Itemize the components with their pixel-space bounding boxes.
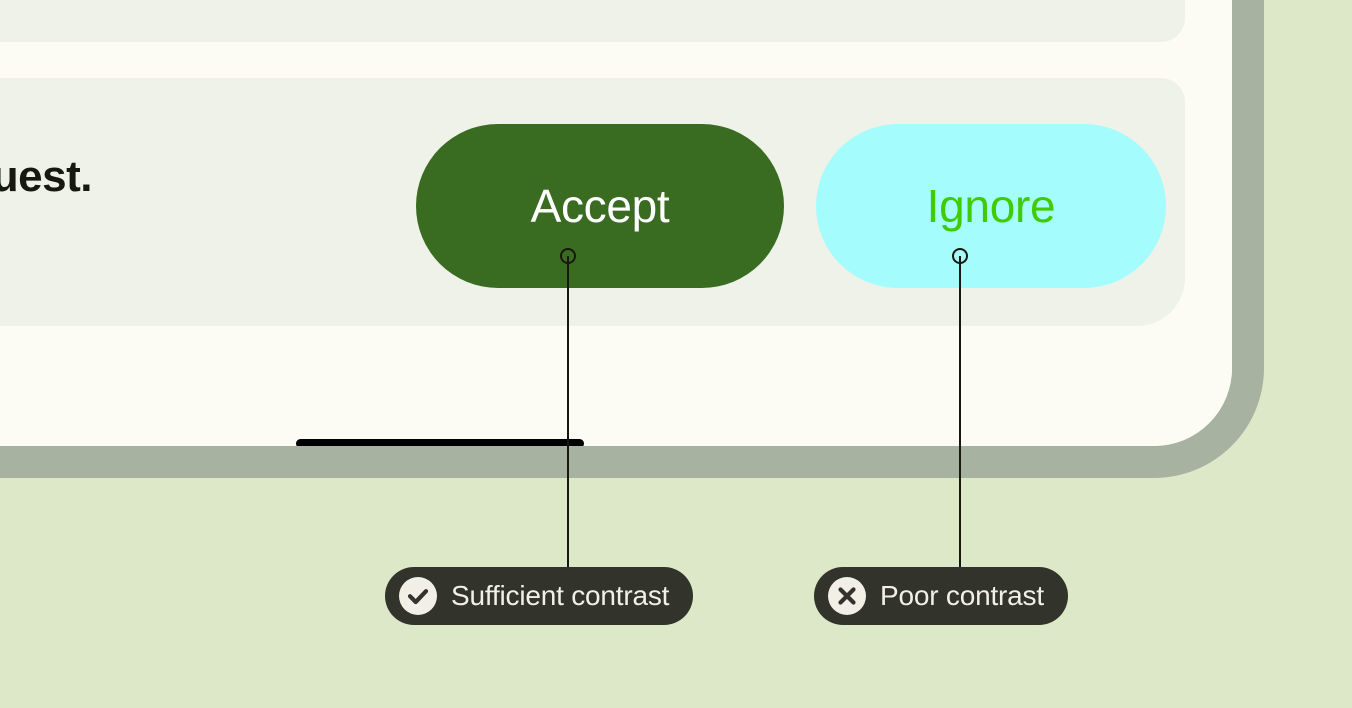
device-screen: a request. Accept Ignore xyxy=(0,0,1185,446)
annotation-badge-poor-contrast: Poor contrast xyxy=(814,567,1068,625)
annotation-badge-label: Poor contrast xyxy=(880,580,1044,611)
ignore-button[interactable]: Ignore xyxy=(816,124,1166,288)
device-card: a request. Accept Ignore xyxy=(0,0,1264,478)
annotation-badge-sufficient-contrast: Sufficient contrast xyxy=(385,567,694,625)
request-message-text: a request. xyxy=(0,152,93,201)
x-circle-icon xyxy=(828,577,866,615)
home-indicator-bar[interactable] xyxy=(296,439,584,446)
leader-line-ignore xyxy=(959,256,961,568)
annotation-badge-label: Sufficient contrast xyxy=(451,580,670,611)
leader-dot-accept xyxy=(560,248,576,264)
list-panel-above xyxy=(0,0,1185,42)
accept-button[interactable]: Accept xyxy=(416,124,784,288)
check-circle-icon xyxy=(399,577,437,615)
leader-line-accept xyxy=(567,256,569,568)
leader-dot-ignore xyxy=(952,248,968,264)
